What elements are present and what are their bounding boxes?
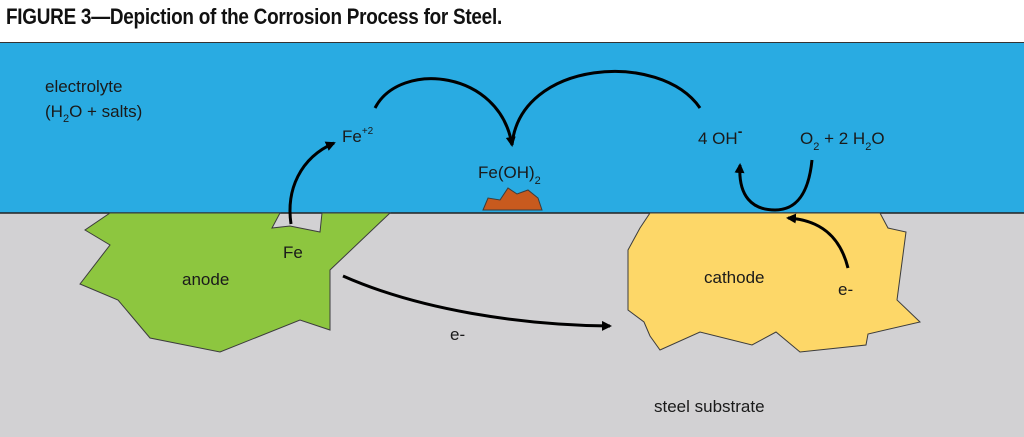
cathode-label: cathode [704,268,765,287]
fe-to-fe-ion-arrow [288,141,336,225]
cathode-electron-arrow [786,213,850,269]
electrolyte-region [0,42,1024,213]
fe-oh2-deposit [482,187,543,211]
anode-label: anode [182,270,229,289]
cathode-grain [627,212,922,353]
steel-substrate-label: steel substrate [654,397,765,416]
electrolyte-label: electrolyte (H2O + salts) [45,77,142,125]
electron-flow-arrow [342,274,612,331]
fe-ion-label: Fe+2 [342,126,374,146]
figure-title: FIGURE 3—Depiction of the Corrosion Proc… [6,4,502,29]
cathode-reaction-loop-arrow [734,159,814,212]
fe-label: Fe [283,243,303,262]
fe-ion-to-deposit-arrow [373,77,516,147]
fe-oh2-label: Fe(OH)2 [478,163,541,187]
hydroxide-label: 4 OH- [698,123,743,148]
electron-flow-label: e- [450,325,465,344]
anode-grain [79,212,392,353]
hydroxide-to-deposit-arrow [510,70,702,146]
cathode-electron-label: e- [838,280,853,299]
oxygen-water-label: O2 + 2 H2O [800,129,885,153]
